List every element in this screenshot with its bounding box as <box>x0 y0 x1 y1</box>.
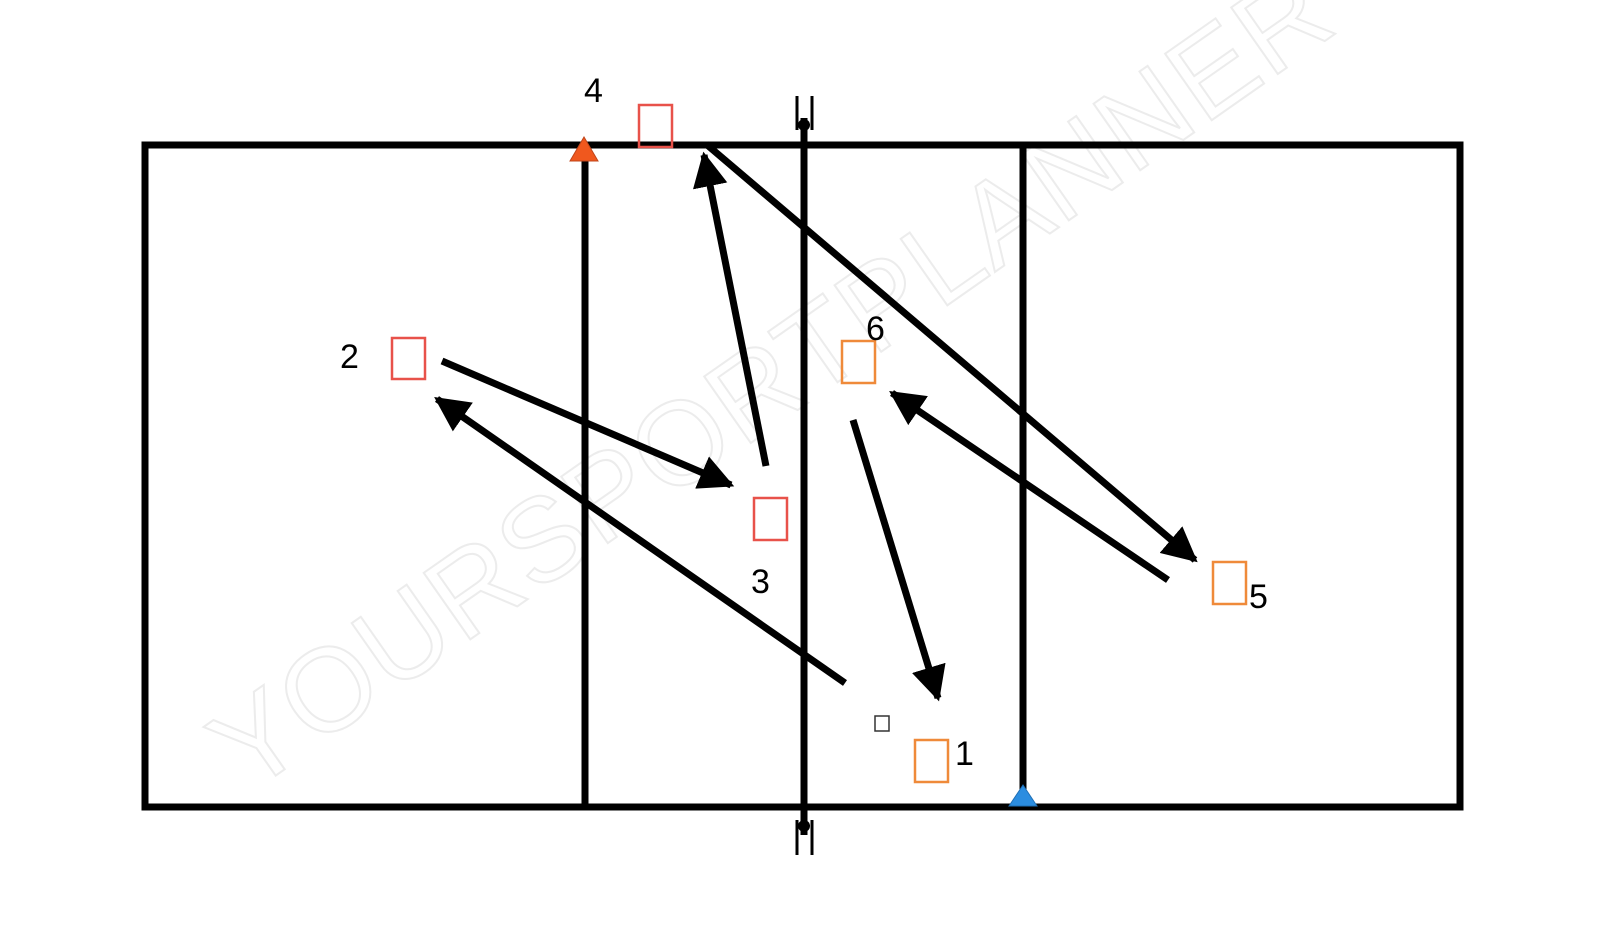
player-label-3: 3 <box>751 563 770 601</box>
player-marker-4 <box>637 103 674 149</box>
net <box>795 96 814 855</box>
player-label-1: 1 <box>955 735 974 773</box>
player-marker-5 <box>1211 560 1248 606</box>
player-marker-2 <box>390 336 427 381</box>
ball-icon <box>874 715 890 732</box>
arrow-1-to-2 <box>434 396 847 686</box>
player-marker-3 <box>752 496 789 542</box>
arrow-6-to-1 <box>849 418 946 702</box>
player-marker-6 <box>840 339 877 385</box>
cone-icon <box>569 136 599 162</box>
player-label-2: 2 <box>340 338 359 376</box>
player-marker-1 <box>913 738 950 784</box>
player-label-5: 5 <box>1249 578 1268 616</box>
player-label-6: 6 <box>866 310 885 348</box>
player-label-4: 4 <box>584 72 603 110</box>
arrow-3-to-4 <box>692 151 770 467</box>
arrow-5-to-6 <box>889 390 1170 583</box>
arrow-2-to-3 <box>440 357 735 489</box>
watermark: YOURSPORTPLANNER <box>187 0 1356 816</box>
cone-icon <box>1008 784 1038 807</box>
arrow-4-to-5 <box>703 141 1198 563</box>
